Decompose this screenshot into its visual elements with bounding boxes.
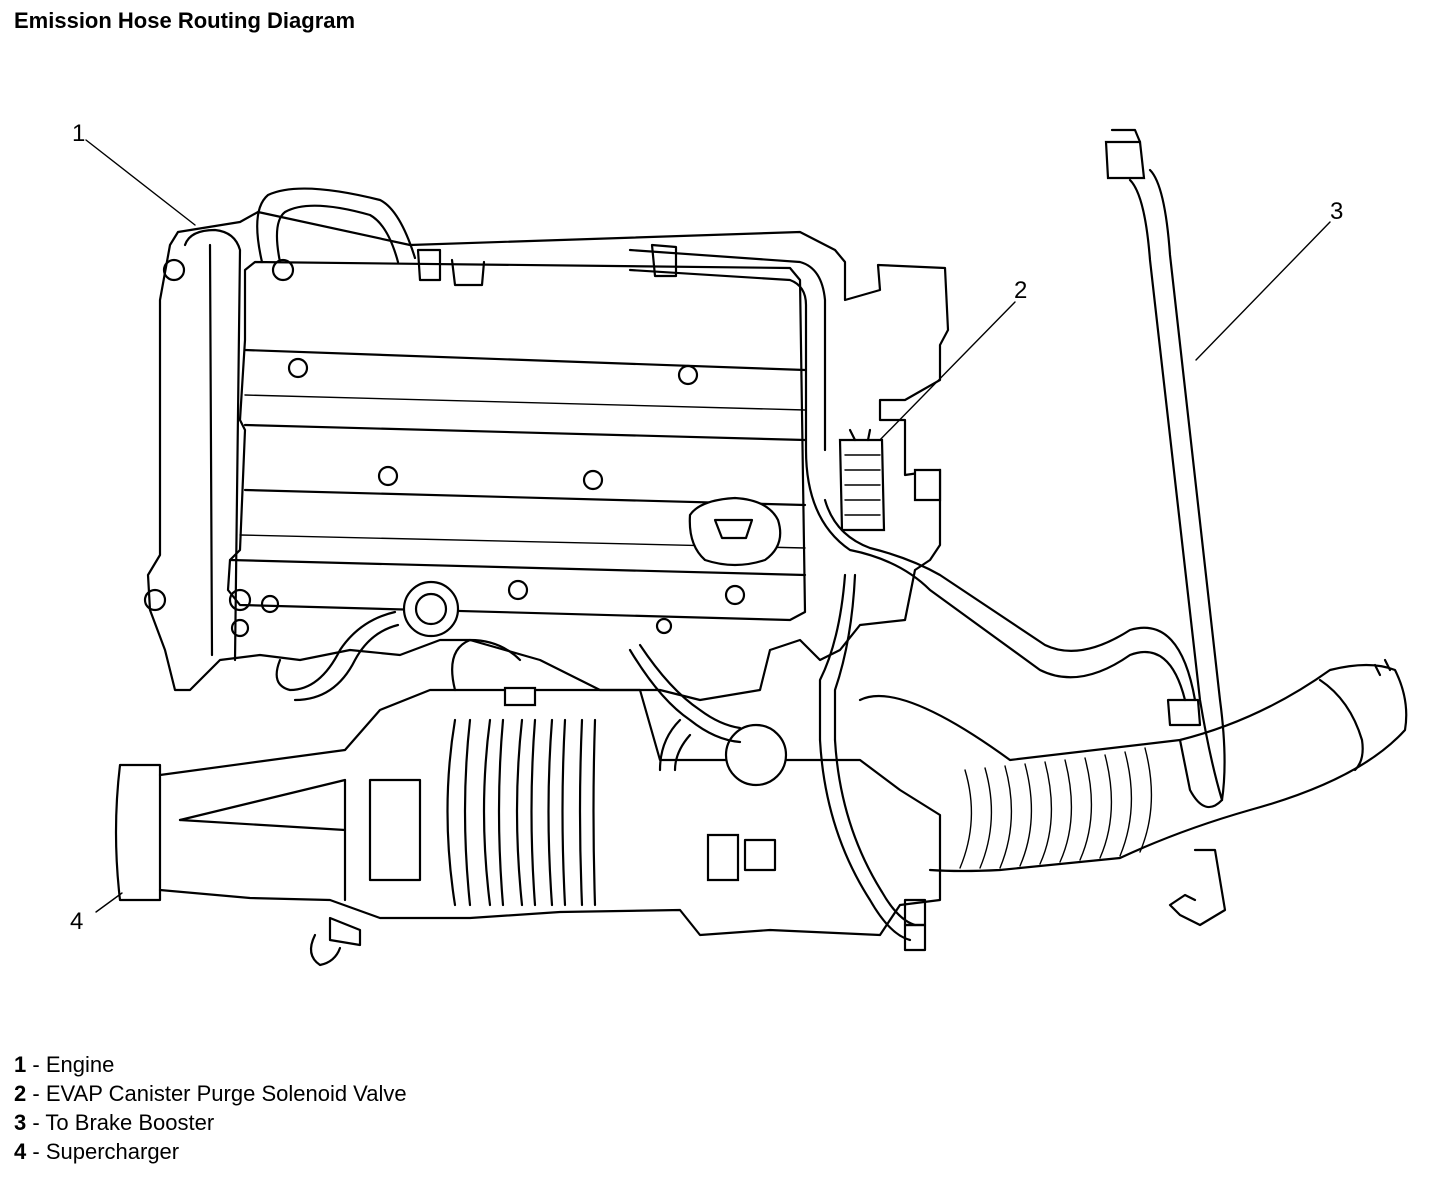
lower-drain-hose [818, 738, 927, 952]
legend-label: - Supercharger [32, 1139, 180, 1164]
legend-item-supercharger: 4 - Supercharger [14, 1137, 407, 1166]
legend-label: - EVAP Canister Purge Solenoid Valve [32, 1081, 407, 1106]
engine-line-drawing [85, 128, 1408, 967]
legend-item-purge-valve: 2 - EVAP Canister Purge Solenoid Valve [14, 1079, 407, 1108]
legend-number: 3 [14, 1110, 27, 1135]
legend-number: 1 [14, 1052, 27, 1077]
legend-number: 4 [14, 1139, 27, 1164]
legend-number: 2 [14, 1081, 27, 1106]
evap-purge-solenoid-valve [838, 428, 942, 532]
legend-item-brake-booster: 3 - To Brake Booster [14, 1108, 407, 1137]
purge-hose [804, 448, 1202, 742]
engine-block [143, 210, 950, 702]
callout-evap-canister-purge-solenoid-valve: 2 [1014, 277, 1028, 304]
legend: 1 - Engine 2 - EVAP Canister Purge Solen… [14, 1050, 407, 1166]
supercharger [114, 686, 942, 967]
callout-engine: 1 [72, 120, 86, 147]
throttle-hoses [275, 610, 742, 772]
legend-label: - Engine [32, 1052, 115, 1077]
supercharger-ribs [446, 718, 597, 907]
callout-to-brake-booster: 3 [1330, 198, 1344, 225]
diagram-title: Emission Hose Routing Diagram [14, 8, 356, 33]
leader-lines [85, 139, 1331, 913]
legend-label: - To Brake Booster [32, 1110, 215, 1135]
brake-booster-hose [1104, 128, 1226, 809]
intake-duct [858, 658, 1408, 927]
intake-bellows [959, 747, 1153, 869]
callout-supercharger: 4 [70, 908, 84, 935]
legend-item-engine: 1 - Engine [14, 1050, 407, 1079]
top-vacuum-hose [256, 187, 827, 452]
left-coolant-hose [183, 228, 242, 662]
